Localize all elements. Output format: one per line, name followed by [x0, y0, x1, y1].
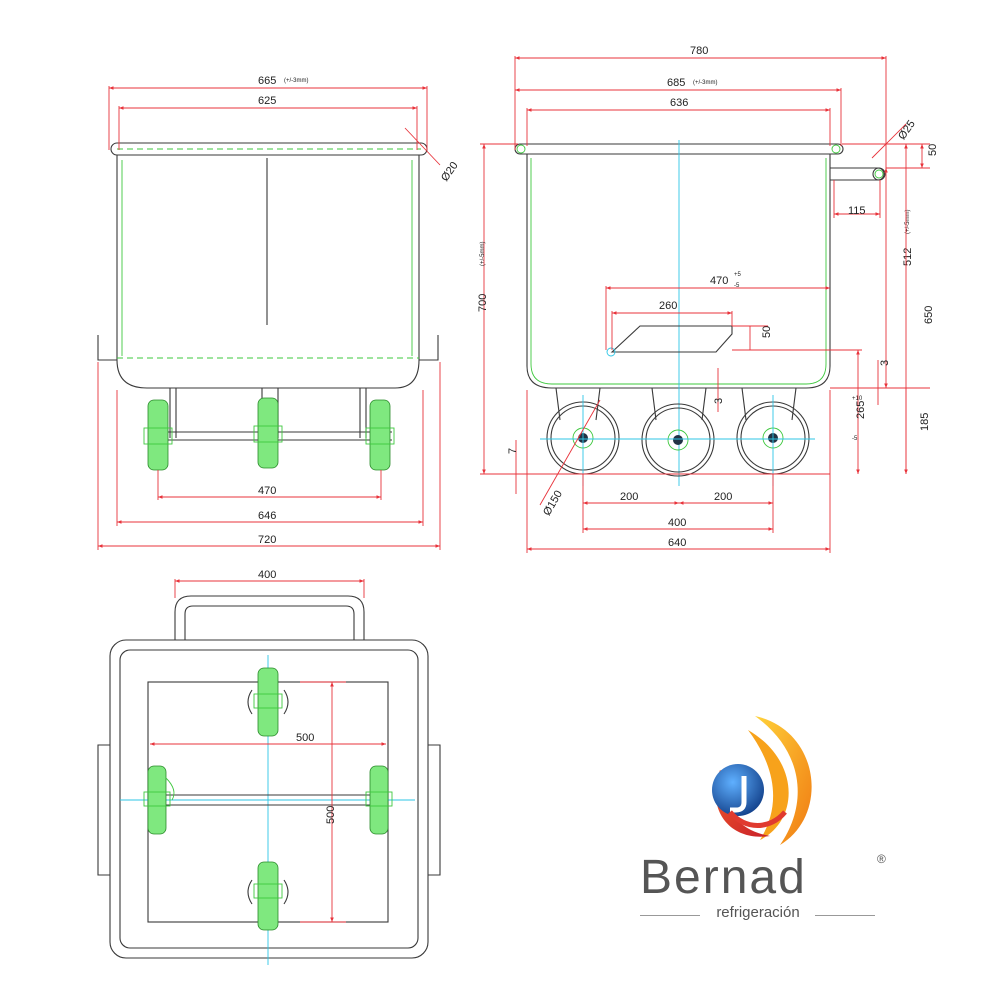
- side-body: [526, 154, 831, 389]
- brand-logo-mark: [712, 716, 812, 845]
- dim-side-overall-length: 780: [690, 45, 708, 57]
- top-wheel-lower: [247, 861, 289, 931]
- front-body: [116, 155, 420, 389]
- dim-side-inner-height: 512: [902, 248, 914, 266]
- front-wheel-right: [365, 399, 395, 471]
- dim-side-gap-3b: 3: [713, 398, 725, 404]
- dim-side-height-650: 650: [923, 306, 935, 324]
- dim-side-ground-gap: 7: [507, 448, 519, 454]
- brand-rule-right: [815, 915, 875, 916]
- dim-side-top-outer: 685: [667, 77, 685, 89]
- top-wheel-upper: [247, 667, 289, 737]
- dim-side-drain-height: 50: [761, 326, 773, 338]
- dim-front-wheel-spacing: 470: [258, 485, 276, 497]
- dim-side-bottom-clearance: 185: [919, 413, 931, 431]
- dim-side-top-outer-tol: (+/-3mm): [693, 80, 718, 86]
- dim-side-wheel-span: 400: [668, 517, 686, 529]
- brand-name: Bernad: [640, 851, 807, 904]
- dim-side-inner-height-tol: (+/-5mm): [905, 210, 911, 235]
- dim-side-top-inner: 636: [670, 97, 688, 109]
- brand-rule-left: [640, 915, 700, 916]
- dim-side-total-height-tol: (+/-5mm): [480, 242, 486, 267]
- dim-side-handle-drop: 50: [927, 144, 939, 156]
- dim-side-drain-width: 470: [710, 275, 728, 287]
- dim-front-overall-width: 720: [258, 534, 276, 546]
- side-handle: [830, 167, 885, 181]
- dim-front-base-width: 646: [258, 510, 276, 522]
- dim-side-drain-width-tol-bottom: -5: [734, 283, 740, 289]
- brand-registered-mark: ®: [877, 852, 886, 866]
- front-rim: [110, 142, 428, 156]
- top-wheel-right: [365, 765, 393, 835]
- dim-front-rim-diameter: Ø20: [439, 160, 461, 184]
- dim-side-drain-width-tol-top: +5: [734, 272, 742, 278]
- brand-tagline: refrigeración: [716, 904, 800, 921]
- dim-side-wheel-diameter: Ø150: [541, 489, 565, 518]
- top-view: 400 500 500: [97, 569, 441, 965]
- dim-top-frame-width: 500: [296, 732, 314, 744]
- dim-side-handle-diameter: Ø25: [896, 118, 918, 142]
- dim-side-wheel-spacing-left: 200: [620, 491, 638, 503]
- dim-side-base-length: 640: [668, 537, 686, 549]
- side-drain: [610, 325, 733, 353]
- top-outer-frame: [109, 639, 429, 959]
- dim-top-frame-depth: 500: [325, 806, 337, 824]
- dim-top-handle-width: 400: [258, 569, 276, 581]
- dim-side-wheel-height: 265: [855, 401, 867, 419]
- dim-front-top-outer-tol: (+/-3mm): [284, 78, 309, 84]
- front-wheel-center: [253, 397, 283, 469]
- dim-side-drain-length: 260: [659, 300, 677, 312]
- side-view: 780 685 (+/-3mm) 636 Ø25 50 115 512 (+/-…: [477, 45, 939, 553]
- dim-side-wheel-height-tol-bottom: -5: [852, 436, 858, 442]
- dim-side-wheel-spacing-right: 200: [714, 491, 732, 503]
- dim-side-wheel-height-tol-top: +10: [852, 396, 863, 402]
- dim-front-top-inner: 625: [258, 95, 276, 107]
- dim-side-gap-3a: 3: [879, 360, 891, 366]
- dim-side-total-height: 700: [477, 294, 489, 312]
- dim-side-handle-offset: 115: [848, 205, 866, 217]
- front-view: 665 (+/-3mm) 625 Ø20 470 646 720: [97, 75, 461, 550]
- dim-front-top-outer: 665: [258, 75, 276, 87]
- top-handle: [174, 595, 365, 640]
- side-wheel-center: [641, 403, 715, 477]
- top-wheel-left: [143, 765, 175, 835]
- front-wheel-left: [143, 399, 173, 471]
